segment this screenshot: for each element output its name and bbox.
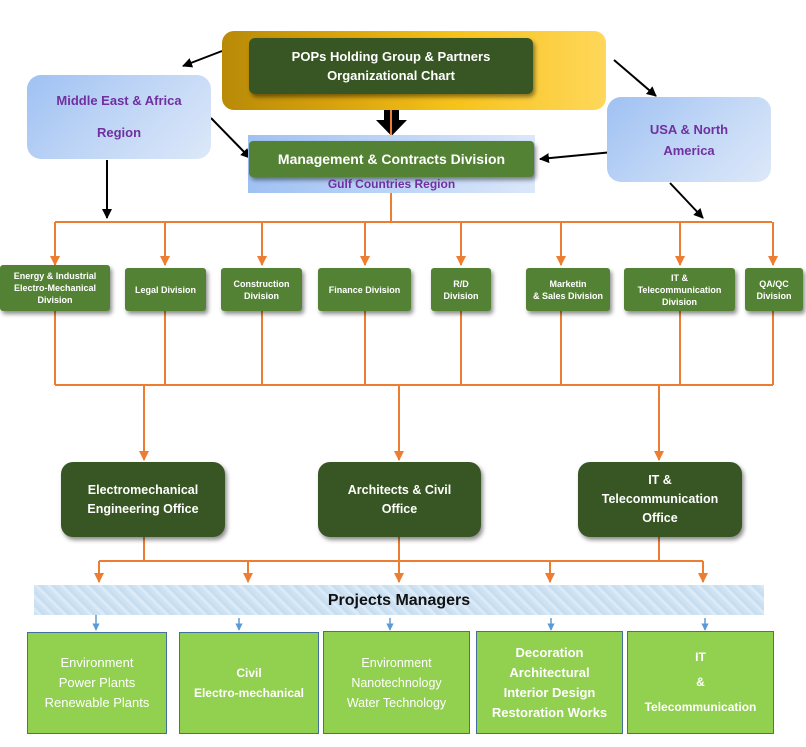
project-label: Environment [60,655,134,670]
arrow-title-to-usa [613,59,657,97]
division-label: Marketin [549,278,587,289]
region-label: America [663,142,715,158]
project-label: Environment [361,655,432,670]
arrow-mea-to-mgmt [210,117,251,159]
region-usa-north-america: USA & North America [607,97,771,182]
project-label: Electro-mechanical [193,686,305,700]
office-architects-civil: Architects & Civil Office [318,462,481,537]
division-energy-industrial: Energy & Industrial Electro-Mechanical D… [0,265,110,311]
projects-managers-label: Projects Managers [327,592,471,609]
office-it-telecommunication: IT & Telecommunication Office [578,462,742,537]
division-label: Division [37,295,73,305]
project-label: Restoration Works [491,704,608,720]
division-label: Finance Division [328,284,401,295]
project-label: & [696,675,705,689]
office-electromechanical-engineering: Electromechanical Engineering Office [61,462,225,537]
office-label: Office [381,501,418,516]
chart-title-box: POPs Holding Group & Partners Organizati… [249,38,533,94]
arrow-title-to-mea [182,50,223,68]
division-construction: Construction Division [221,268,302,311]
projects-managers-band [34,585,764,615]
office-label: Electromechanical [87,482,199,497]
project-label: Architectural [509,664,590,680]
division-finance: Finance Division [318,268,411,311]
project-label: Power Plants [58,675,136,690]
division-label: Division [756,290,792,301]
division-label: Construction [233,278,290,289]
project-label: Water Technology [346,695,447,710]
gulf-countries-region-label: Gulf Countries Region [327,177,456,191]
division-label: R/D [453,278,469,289]
orange-connectors [50,94,778,583]
project-label: Interior Design [503,684,596,700]
project-label: Decoration [515,644,584,660]
division-marketing-sales: Marketin & Sales Division [526,268,610,311]
office-label: IT & [648,473,672,487]
project-environment-power: Environment Power Plants Renewable Plant… [27,632,167,734]
office-label: Telecommunication [601,492,719,506]
region-label: Region [96,125,142,140]
division-rd: R/D Division [431,268,491,311]
project-label: IT [695,650,706,664]
division-label: Division [661,296,697,307]
office-label: Engineering Office [87,501,199,516]
division-legal: Legal Division [125,268,206,311]
arrow-usa-to-divisions [669,182,704,219]
division-label: IT & [671,272,688,283]
project-label: Telecommunication [644,700,757,714]
project-label: Nanotechnology [351,675,442,690]
division-label: Telecommunication [637,284,722,295]
division-label: Energy & Industrial [13,271,97,281]
project-decoration-architectural: Decoration Architectural Interior Design… [476,631,623,734]
division-label: Electro-Mechanical [13,283,97,293]
region-middle-east-africa: Middle East & Africa Region [27,75,211,159]
project-label: Renewable Plants [44,695,150,710]
project-environment-nanotech: Environment Nanotechnology Water Technol… [323,631,470,734]
division-it-telecommunication: IT & Telecommunication Division [624,268,735,311]
management-contracts-division: Management & Contracts Division [249,141,534,177]
project-label: Civil [236,666,262,680]
region-label: Middle East & Africa [56,93,182,108]
division-label: Division [443,290,479,301]
chart-title-line1: POPs Holding Group & Partners [291,49,491,64]
division-qa-qc: QA/QC Division [745,268,803,311]
office-label: Office [642,511,678,525]
project-civil-electromechanical: Civil Electro-mechanical [179,632,319,734]
arrow-usa-to-mgmt [539,151,614,164]
division-label: Legal Division [134,284,196,295]
division-label: QA/QC [759,278,789,289]
region-label: USA & North [649,121,729,137]
division-label: & Sales Division [532,290,604,301]
chart-title-line2: Organizational Chart [327,68,455,83]
project-it-telecommunication: IT & Telecommunication [627,631,774,734]
management-label: Management & Contracts Division [277,151,506,167]
region-arrows [102,50,704,219]
office-label: Architects & Civil [347,482,452,497]
division-label: Division [243,290,279,301]
